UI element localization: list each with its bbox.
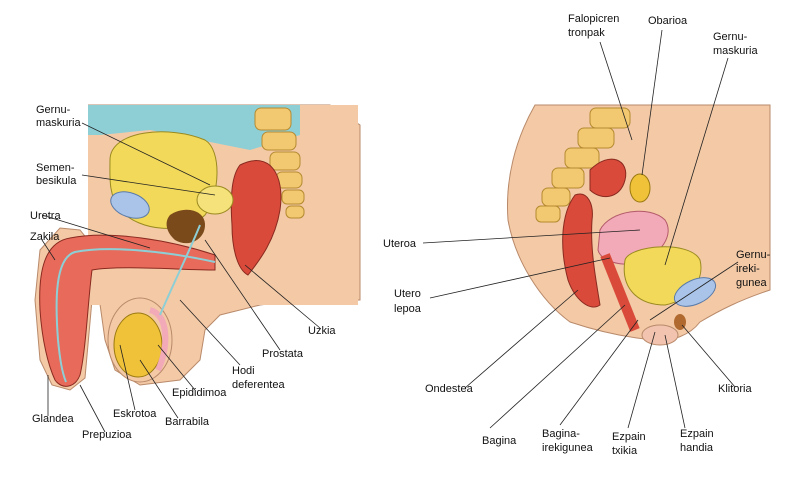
label-glandea: Glandea — [32, 413, 74, 425]
bulbourethral-gland — [110, 191, 150, 219]
label-epididimoa: Epididimoa — [172, 387, 227, 399]
label-male-gernumaskuria-1: Gernu- — [36, 104, 71, 116]
label-bagina-irekigunea-1: Bagina- — [542, 428, 580, 440]
label-gernu-irekigunea-2: ireki- — [736, 263, 760, 275]
male-epididymis — [148, 307, 169, 372]
male-urethra — [55, 248, 216, 383]
label-ezpain-txikia-1: Ezpain — [612, 431, 646, 443]
label-ezpain-handia-2: handia — [680, 442, 714, 454]
female-rectum — [562, 193, 601, 308]
female-spine — [535, 107, 631, 223]
female-labels: Falopicren tronpak Obarioa Gernu- maskur… — [383, 13, 771, 457]
label-prostata: Prostata — [262, 348, 304, 360]
male-testis — [113, 312, 163, 378]
label-ezpain-handia-1: Ezpain — [680, 428, 714, 440]
label-female-gernumaskuria-1: Gernu- — [713, 31, 748, 43]
label-uzkia: Uzkia — [308, 325, 336, 337]
label-bagina-irekigunea-2: irekigunea — [542, 442, 594, 454]
label-semenbesikula-1: Semen- — [36, 162, 75, 174]
label-uteroa: Uteroa — [383, 238, 417, 250]
male-spine — [254, 107, 305, 219]
abdominal-cavity — [88, 105, 300, 150]
label-barrabila: Barrabila — [165, 416, 210, 428]
female-pubic-bone — [673, 277, 717, 307]
label-male-gernumaskuria-2: maskuria — [36, 117, 82, 129]
label-ondestea: Ondestea — [425, 383, 474, 395]
label-gernu-irekigunea-1: Gernu- — [736, 249, 771, 261]
female-intestine — [589, 158, 627, 198]
male-anatomy — [34, 104, 361, 391]
male-labels: Gernu- maskuria Semen- besikula Uretra Z… — [30, 104, 336, 441]
label-falopio-2: tronpak — [568, 27, 605, 39]
female-leader-lines — [422, 29, 739, 429]
label-bagina: Bagina — [482, 435, 517, 447]
label-prepuzioa: Prepuzioa — [82, 429, 132, 441]
female-labia — [641, 324, 679, 346]
label-hodi-1: Hodi — [232, 365, 255, 377]
female-ovary — [629, 173, 651, 203]
seminal-vesicle — [196, 185, 234, 215]
label-female-gernumaskuria-2: maskuria — [713, 45, 759, 57]
label-klitoria: Klitoria — [718, 383, 753, 395]
label-utero-lepoa-2: lepoa — [394, 303, 422, 315]
label-uretra: Uretra — [30, 210, 61, 222]
label-utero-lepoa-1: Utero — [394, 288, 421, 300]
label-obarioa: Obarioa — [648, 15, 688, 27]
vas-deferens — [159, 224, 201, 316]
female-anatomy — [507, 104, 771, 346]
male-penis — [39, 234, 216, 387]
male-leader-lines — [41, 122, 321, 433]
label-hodi-2: deferentea — [232, 379, 285, 391]
label-gernu-irekigunea-3: gunea — [736, 277, 767, 289]
female-vagina — [600, 253, 640, 332]
label-eskrotoa: Eskrotoa — [113, 408, 157, 420]
label-ezpain-txikia-2: txikia — [612, 445, 638, 457]
label-falopio-1: Falopicren — [568, 13, 619, 25]
label-semenbesikula-2: besikula — [36, 175, 77, 187]
label-zakila: Zakila — [30, 231, 60, 243]
